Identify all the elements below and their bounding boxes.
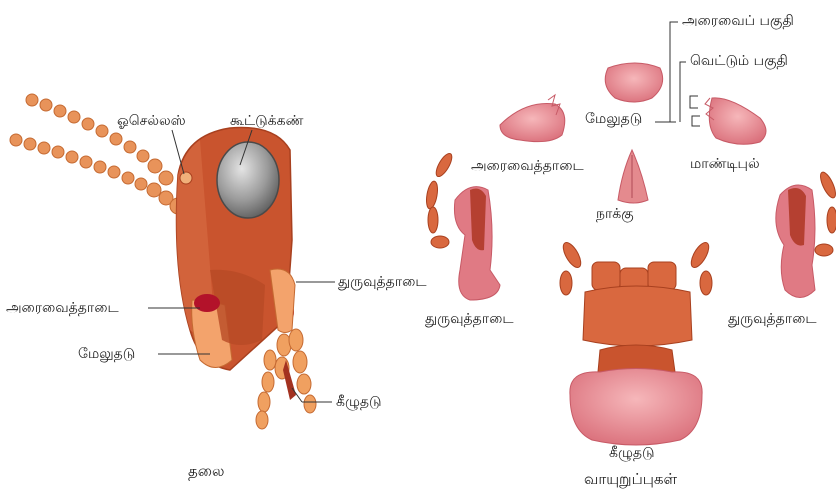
label-ocellus: ஓசெல்லஸ் [117,112,186,130]
caption-mouthparts: வாயுறுப்புகள் [584,470,677,488]
label-labrum-parts: மேலுதடு [585,110,642,128]
antenna-lower [10,134,186,214]
label-maxilla-head: துருவுத்தாடை [338,273,426,291]
label-labium-head: கீழுதடு [336,393,382,411]
label-compound-eye: கூட்டுக்கண் [230,112,303,130]
tongue-piece [618,150,648,203]
head-capsule [177,127,317,429]
maxilla-right-piece [776,170,836,297]
label-mandible-head: அரைவைத்தாடை [6,299,119,317]
label-labrum-head: மேலுதடு [78,345,135,363]
label-maxilla-right: துருவுத்தாடை [728,310,816,328]
compound-eye [217,142,279,218]
mandible-right-piece [705,98,766,144]
label-maxilla-left: துருவுத்தாடை [425,310,513,328]
label-tongue: நாக்கு [596,205,634,223]
label-grinding-part: அரைவைப் பகுதி [682,12,794,30]
label-mandible-parts: அரைவைத்தாடை [471,157,584,175]
label-mandible-right: மாண்டிபுல் [690,155,760,173]
mandible-left-piece [500,95,565,142]
ocellus [180,172,192,184]
labium-piece [560,240,712,445]
label-labium-parts: கீழுதடு [609,444,655,462]
mandible-spot [194,294,220,312]
label-cutting-part: வெட்டும் பகுதி [690,52,788,70]
caption-head: தலை [188,462,224,480]
labrum-piece [605,63,662,102]
